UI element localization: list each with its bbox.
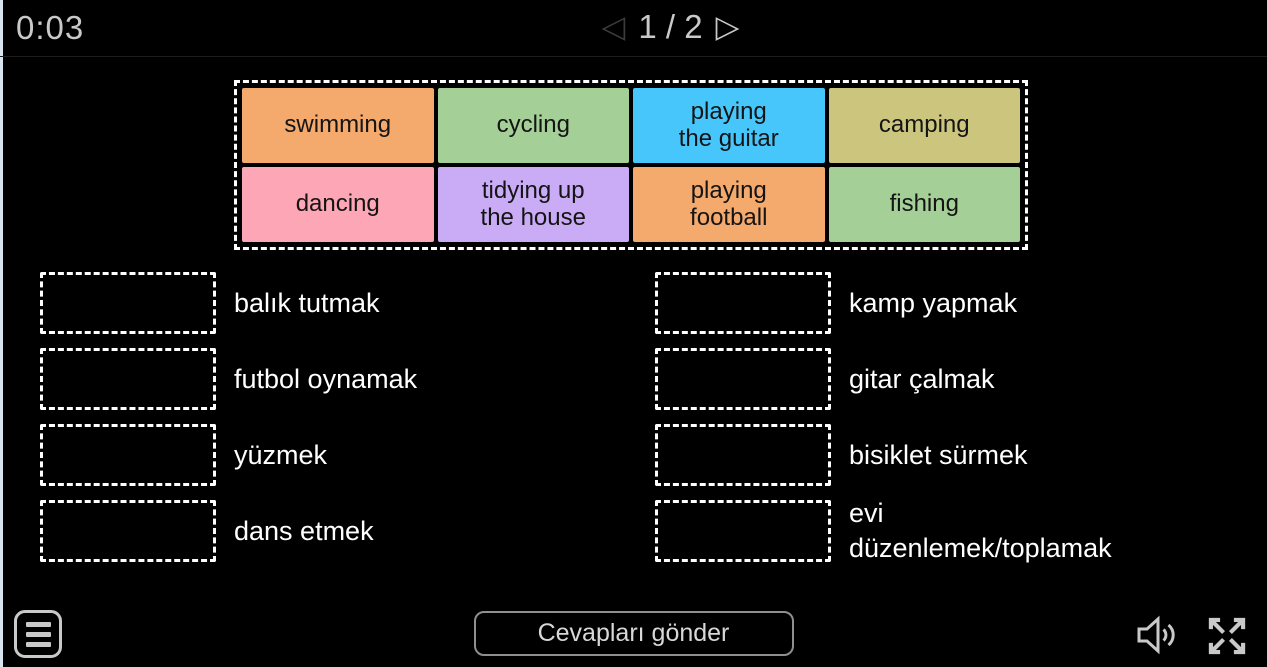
word-tile-camping[interactable]: camping: [828, 88, 1020, 163]
match-row: dans etmek: [40, 500, 417, 562]
word-tile-playing-the-guitar[interactable]: playing the guitar: [633, 88, 825, 163]
left-edge-strip: [0, 0, 3, 667]
match-label: gitar çalmak: [849, 363, 995, 394]
prev-page-icon: ◁: [601, 9, 626, 45]
drop-zone-kamp-yapmak[interactable]: [655, 272, 831, 334]
page-indicator: 1 / 2: [638, 8, 703, 45]
match-label: balık tutmak: [234, 287, 380, 318]
match-row: kamp yapmak: [655, 272, 1112, 334]
word-tile-fishing[interactable]: fishing: [828, 167, 1020, 242]
drop-zone-gitar-calmak[interactable]: [655, 348, 831, 410]
match-row: futbol oynamak: [40, 348, 417, 410]
drop-zone-futbol-oynamak[interactable]: [40, 348, 216, 410]
menu-icon: [25, 631, 51, 637]
pagination: ◁ 1 / 2 ▷: [602, 7, 740, 47]
word-tile-tidying-up-the-house[interactable]: tidying up the house: [437, 167, 629, 242]
timer: 0:03: [16, 9, 85, 46]
drop-zone-balik-tutmak[interactable]: [40, 272, 216, 334]
match-column-right: kamp yapmak gitar çalmak bisiklet sürmek…: [655, 272, 1112, 563]
match-label: bisiklet sürmek: [849, 439, 1028, 470]
match-label: evi düzenlemek/toplamak: [849, 498, 1112, 563]
fullscreen-icon: [1208, 617, 1246, 655]
match-label: futbol oynamak: [234, 363, 418, 394]
volume-icon: [1137, 615, 1175, 655]
match-column-left: balık tutmak futbol oynamak yüzmek dans …: [40, 272, 417, 562]
drop-zone-dans-etmek[interactable]: [40, 500, 216, 562]
word-tile-dancing[interactable]: dancing: [242, 167, 434, 242]
match-row: yüzmek: [40, 424, 417, 486]
word-tile-playing-football[interactable]: playing football: [633, 167, 825, 242]
match-label: kamp yapmak: [849, 287, 1018, 318]
match-label: yüzmek: [234, 439, 328, 470]
word-bank: swimming cycling playing the guitar camp…: [234, 80, 1028, 250]
next-page-icon[interactable]: ▷: [715, 9, 740, 45]
match-row: evi düzenlemek/toplamak: [655, 498, 1112, 563]
word-tile-cycling[interactable]: cycling: [437, 88, 629, 163]
word-tile-swimming[interactable]: swimming: [242, 88, 434, 163]
fullscreen-button[interactable]: [1204, 613, 1250, 659]
menu-button[interactable]: [14, 610, 62, 658]
menu-icon: [25, 621, 51, 627]
header-divider: [0, 56, 1267, 57]
drop-zone-yuzmek[interactable]: [40, 424, 216, 486]
submit-answers-button[interactable]: Cevapları gönder: [473, 611, 794, 656]
drop-zone-bisiklet-surmek[interactable]: [655, 424, 831, 486]
match-row: gitar çalmak: [655, 348, 1112, 410]
volume-button[interactable]: [1132, 611, 1180, 659]
drop-zone-evi-duzenlemek-toplamak[interactable]: [655, 500, 831, 562]
match-row: balık tutmak: [40, 272, 417, 334]
match-row: bisiklet sürmek: [655, 424, 1112, 486]
menu-icon: [25, 641, 51, 647]
match-label: dans etmek: [234, 515, 374, 546]
